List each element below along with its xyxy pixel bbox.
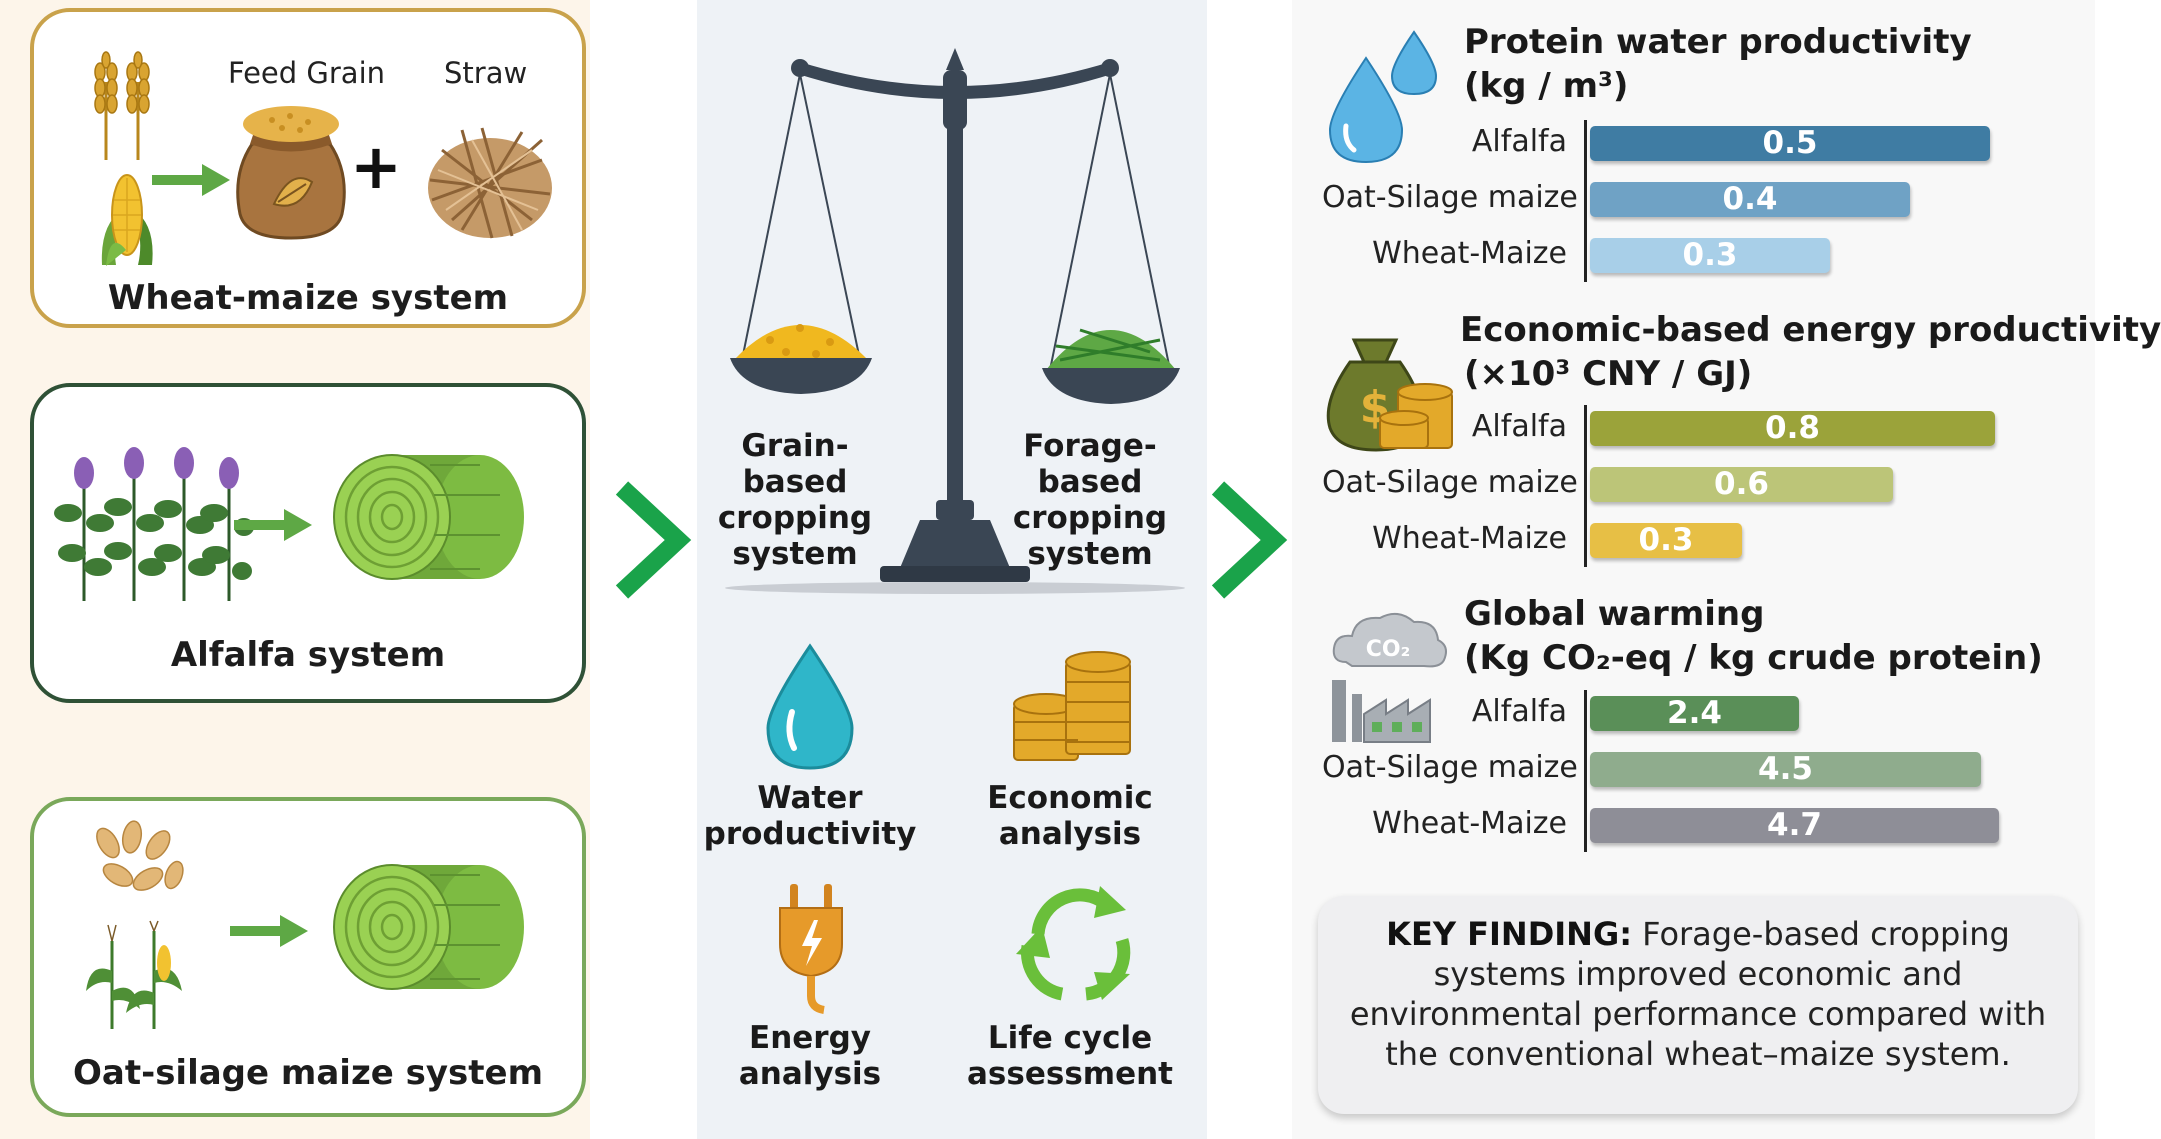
protein-title-line2: (kg / m³) bbox=[1464, 66, 1629, 106]
oat-silage-title: Oat-silage maize system bbox=[72, 1053, 544, 1093]
straw-icon bbox=[428, 127, 552, 239]
bar-value-label: 4.5 bbox=[1758, 751, 1813, 787]
category-label: Oat-Silage maize bbox=[1322, 465, 1578, 500]
wheat-maize-card: Feed Grain Straw + Wheat-maize system bbox=[30, 8, 586, 328]
category-label: Alfalfa bbox=[1471, 694, 1567, 729]
chevron-right-icon bbox=[1211, 481, 1288, 599]
bar-value-label: 0.8 bbox=[1765, 410, 1820, 446]
bar-wheat-maize: 0.3 bbox=[1590, 238, 1830, 273]
corn-icon bbox=[101, 174, 153, 266]
lca-label: Life cycle assessment bbox=[967, 1020, 1173, 1092]
bar-alfalfa: 2.4 bbox=[1590, 696, 1799, 731]
coins-icon bbox=[1013, 651, 1131, 761]
gw-title-line2: (Kg CO₂-eq / kg crude protein) bbox=[1464, 638, 2043, 678]
energy-title-line1: Economic-based energy productivity bbox=[1460, 310, 2161, 350]
plug-icon bbox=[779, 884, 843, 1014]
bar-value-label: 0.5 bbox=[1762, 125, 1818, 161]
arrow-icon bbox=[230, 915, 308, 947]
bar-alfalfa: 0.8 bbox=[1590, 411, 1995, 446]
key-finding-text: Forage-based cropping systems improved e… bbox=[1349, 915, 2047, 1073]
co2-cloud-label: CO₂ bbox=[1366, 637, 1410, 662]
bar-value-label: 4.7 bbox=[1767, 807, 1822, 843]
bar-value-label: 0.3 bbox=[1682, 237, 1738, 273]
bar-wheat-maize: 4.7 bbox=[1590, 808, 1999, 843]
alfalfa-card: Alfalfa system bbox=[30, 383, 586, 703]
category-label: Oat-Silage maize bbox=[1322, 180, 1578, 215]
water-drops-icon bbox=[1328, 30, 1438, 164]
energy-analysis-label: Energy analysis bbox=[738, 1020, 882, 1092]
chevron-right-icon bbox=[615, 481, 692, 599]
recycle-icon bbox=[1016, 886, 1131, 1001]
alfalfa-plant-icon bbox=[54, 447, 254, 601]
hay-bale-icon bbox=[333, 864, 524, 990]
co2-factory-icon: CO₂ bbox=[1332, 612, 1447, 743]
arrow-icon bbox=[152, 164, 230, 196]
energy-title-line2: (×10³ CNY / GJ) bbox=[1464, 354, 1753, 394]
protein-title-line1: Protein water productivity bbox=[1464, 22, 1972, 62]
grain-based-label: Grain-based cropping system bbox=[717, 428, 873, 572]
key-finding-box: KEY FINDING: Forage-based cropping syste… bbox=[1318, 896, 2078, 1114]
water-productivity-label: Water productivity bbox=[703, 780, 917, 852]
hay-bale-icon bbox=[333, 454, 524, 580]
category-label: Alfalfa bbox=[1471, 124, 1567, 159]
alfalfa-title: Alfalfa system bbox=[170, 635, 446, 675]
maize-plant-icon bbox=[86, 920, 182, 1029]
forage-based-label: Forage-based cropping system bbox=[1012, 428, 1168, 572]
wheat-icon bbox=[94, 51, 150, 160]
wheat-maize-title: Wheat-maize system bbox=[107, 278, 509, 318]
bar-value-label: 0.3 bbox=[1638, 522, 1694, 558]
feed-grain-label: Feed Grain bbox=[228, 56, 386, 90]
grain-sack-icon bbox=[236, 106, 346, 240]
category-label: Wheat-Maize bbox=[1372, 806, 1567, 841]
arrow-icon bbox=[234, 509, 312, 541]
chart-axis bbox=[1584, 120, 1587, 282]
bar-oat-silage-maize: 0.6 bbox=[1590, 467, 1893, 502]
balance-scale-icon bbox=[725, 48, 1185, 594]
straw-label: Straw bbox=[444, 56, 528, 90]
category-label: Wheat-Maize bbox=[1372, 521, 1567, 556]
water-drop-icon bbox=[766, 643, 854, 770]
bar-oat-silage-maize: 0.4 bbox=[1590, 182, 1910, 217]
bar-alfalfa: 0.5 bbox=[1590, 126, 1990, 161]
chart-axis bbox=[1584, 690, 1587, 852]
economic-analysis-label: Economic analysis bbox=[987, 780, 1153, 852]
key-finding-label: KEY FINDING: bbox=[1386, 915, 1632, 953]
bar-value-label: 2.4 bbox=[1667, 695, 1722, 731]
plus-sign: + bbox=[350, 130, 402, 203]
category-label: Oat-Silage maize bbox=[1322, 750, 1578, 785]
chart-axis bbox=[1584, 405, 1587, 567]
bar-value-label: 0.6 bbox=[1714, 466, 1769, 502]
gw-title-line1: Global warming bbox=[1464, 594, 1765, 634]
oat-grain-icon bbox=[96, 820, 184, 891]
money-bag-icon: $ bbox=[1326, 338, 1453, 452]
category-label: Wheat-Maize bbox=[1372, 236, 1567, 271]
category-label: Alfalfa bbox=[1471, 409, 1567, 444]
bar-value-label: 0.4 bbox=[1722, 181, 1778, 217]
oat-silage-card: Oat-silage maize system bbox=[30, 797, 586, 1117]
bar-oat-silage-maize: 4.5 bbox=[1590, 752, 1981, 787]
bar-wheat-maize: 0.3 bbox=[1590, 523, 1742, 558]
